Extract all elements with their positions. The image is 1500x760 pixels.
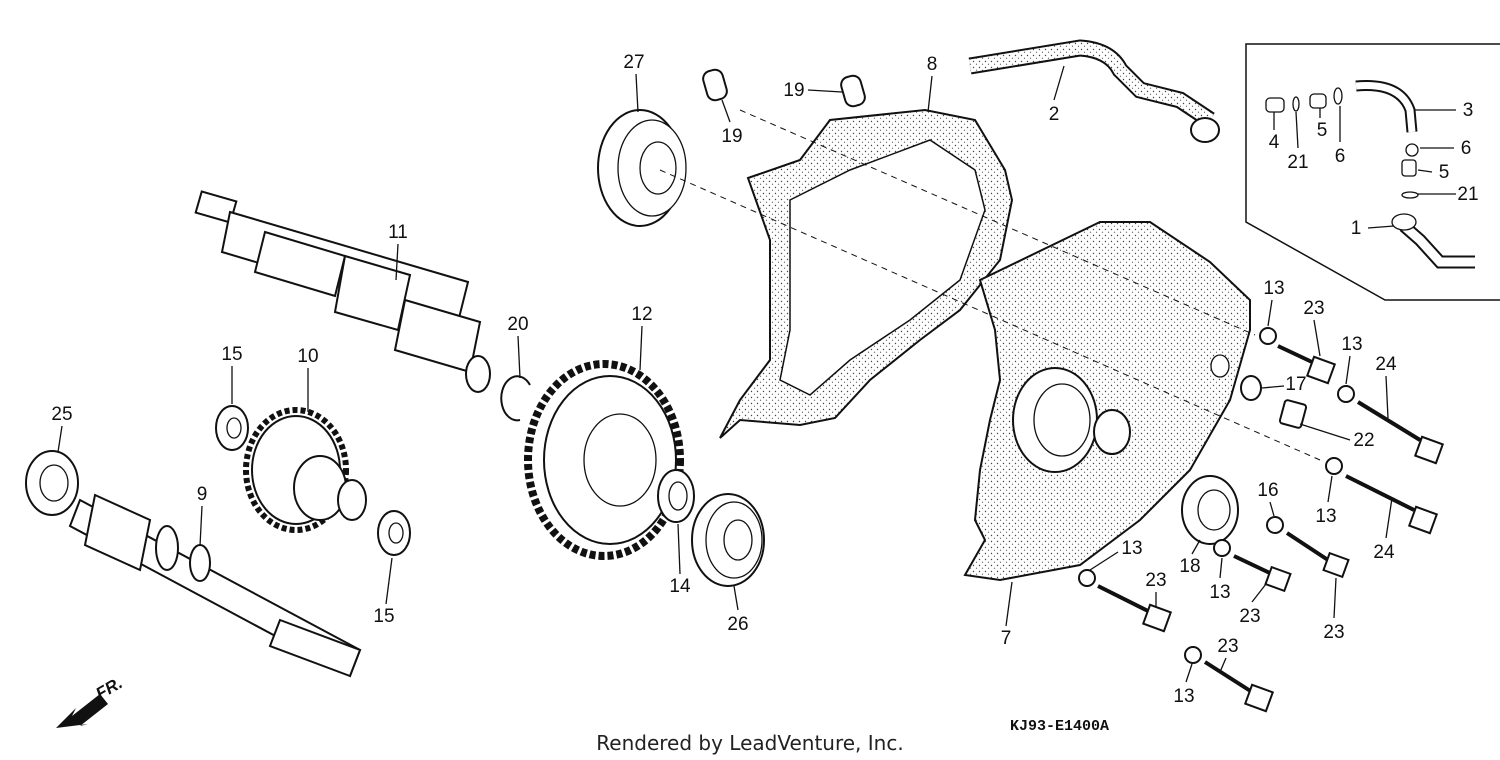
bearing-27	[597, 109, 687, 227]
front-direction-arrow: FR.	[56, 673, 126, 728]
callout-13e: 13	[1209, 582, 1230, 603]
callout-21a: 21	[1287, 152, 1308, 173]
callout-1: 1	[1351, 218, 1362, 239]
callout-13a: 13	[1263, 278, 1284, 299]
callout-19b: 19	[783, 80, 804, 101]
callout-19a: 19	[721, 126, 742, 147]
callout-13c: 13	[1315, 506, 1336, 527]
oil-seal-18	[1181, 475, 1239, 545]
callout-6b: 6	[1461, 138, 1472, 159]
bearing-26	[691, 493, 765, 587]
callout-13f: 13	[1173, 686, 1194, 707]
bearing-25	[25, 450, 79, 516]
callout-16: 16	[1257, 480, 1278, 501]
callout-13d: 13	[1121, 538, 1142, 559]
callout-23b: 23	[1239, 606, 1260, 627]
cover-7	[659, 109, 1321, 582]
callout-7: 7	[1001, 628, 1012, 649]
callout-12: 12	[631, 304, 652, 325]
callout-23a: 23	[1303, 298, 1324, 319]
callout-4: 4	[1269, 132, 1280, 153]
callout-3: 3	[1463, 100, 1474, 121]
callout-18: 18	[1179, 556, 1200, 577]
callout-8: 8	[927, 54, 938, 75]
callout-25: 25	[51, 404, 72, 425]
gear-12	[524, 360, 684, 560]
reference-code: KJ93-E1400A	[1010, 718, 1109, 735]
callout-27: 27	[623, 52, 644, 73]
callout-6a: 6	[1335, 146, 1346, 167]
dowel-19b	[840, 74, 866, 108]
callout-9: 9	[197, 484, 208, 505]
callout-5a: 5	[1317, 120, 1328, 141]
callout-15b: 15	[373, 606, 394, 627]
callout-22: 22	[1353, 430, 1374, 451]
gear-10	[243, 407, 367, 533]
callout-23e: 23	[1217, 636, 1238, 657]
render-credit: Rendered by LeadVenture, Inc.	[596, 731, 903, 755]
callouts: 1 2 3 4 5 5 6 6 7 8 9 10 11 12 13 13 13 …	[51, 52, 1478, 707]
callout-11: 11	[388, 222, 408, 243]
callout-21b: 21	[1457, 184, 1478, 205]
pipe-2	[968, 39, 1220, 143]
callout-15a: 15	[221, 344, 242, 365]
callout-24b: 24	[1373, 542, 1395, 563]
washer-15b	[377, 510, 411, 556]
inset-box	[1245, 43, 1500, 301]
callout-2: 2	[1049, 104, 1060, 125]
callout-23d: 23	[1145, 570, 1166, 591]
dowel-19a	[702, 68, 728, 102]
callout-10: 10	[297, 346, 318, 367]
callout-13b: 13	[1341, 334, 1362, 355]
countershaft-11	[194, 190, 491, 393]
circlip-20	[500, 375, 531, 422]
washer-14	[657, 469, 695, 523]
callout-23c: 23	[1323, 622, 1344, 643]
callout-26: 26	[727, 614, 748, 635]
washer-15a	[215, 405, 249, 451]
callout-5b: 5	[1439, 162, 1450, 183]
callout-20: 20	[507, 314, 528, 335]
callout-14: 14	[669, 576, 691, 597]
bolt-group	[1078, 327, 1445, 713]
callout-24a: 24	[1375, 354, 1397, 375]
gasket-8	[719, 108, 1014, 439]
callout-17: 17	[1285, 374, 1306, 395]
mainshaft-9	[68, 493, 362, 678]
